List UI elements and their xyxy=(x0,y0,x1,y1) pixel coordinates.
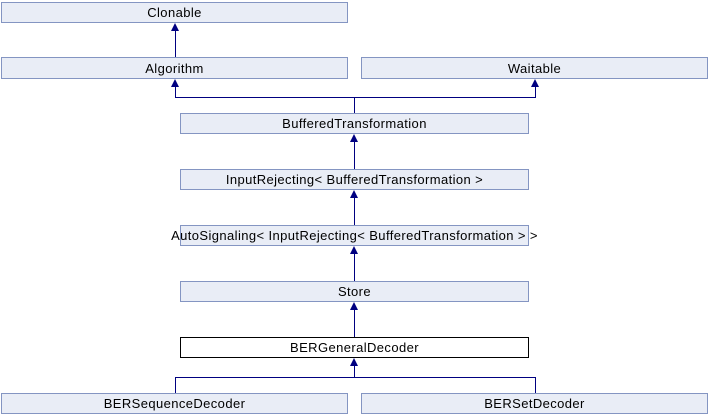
inheritance-arrowhead-icon xyxy=(350,134,358,142)
inheritance-arrowhead-icon xyxy=(350,190,358,198)
inheritance-edge-line xyxy=(354,141,355,169)
inheritance-edge-line xyxy=(535,86,536,97)
inheritance-edge-line xyxy=(354,365,355,377)
inheritance-edge-line xyxy=(175,377,536,378)
class-node-ber-set-decoder[interactable]: BERSetDecoder xyxy=(361,393,708,414)
inheritance-edge-line xyxy=(175,86,176,97)
class-node-label: InputRejecting< BufferedTransformation > xyxy=(225,172,484,187)
inheritance-arrowhead-icon xyxy=(350,358,358,366)
class-node-ber-sequence-decoder[interactable]: BERSequenceDecoder xyxy=(1,393,348,414)
class-node-ber-general-decoder[interactable]: BERGeneralDecoder xyxy=(180,337,529,358)
inheritance-edge-line xyxy=(354,197,355,225)
class-node-label: BERGeneralDecoder xyxy=(290,340,419,355)
class-node-store[interactable]: Store xyxy=(180,281,529,302)
class-node-label: Store xyxy=(337,284,372,299)
class-node-auto-signaling[interactable]: AutoSignaling< InputRejecting< BufferedT… xyxy=(171,225,538,246)
inheritance-edge-line xyxy=(535,377,536,393)
inheritance-edge-line xyxy=(175,377,176,393)
class-node-buffered-transformation[interactable]: BufferedTransformation xyxy=(180,113,529,134)
inheritance-arrowhead-icon xyxy=(171,79,179,87)
inheritance-edge-line xyxy=(354,97,355,113)
class-node-waitable[interactable]: Waitable xyxy=(361,57,708,79)
class-node-label: Algorithm xyxy=(145,60,204,76)
class-node-clonable[interactable]: Clonable xyxy=(1,2,348,23)
class-node-label: AutoSignaling< InputRejecting< BufferedT… xyxy=(171,228,538,243)
inheritance-arrowhead-icon xyxy=(171,23,179,31)
class-node-input-rejecting[interactable]: InputRejecting< BufferedTransformation > xyxy=(180,169,529,190)
inheritance-edge-line xyxy=(175,97,536,98)
inheritance-arrowhead-icon xyxy=(531,79,539,87)
class-node-label: BufferedTransformation xyxy=(282,116,427,131)
class-node-label: Waitable xyxy=(507,60,562,76)
inheritance-edge-line xyxy=(354,253,355,281)
class-node-label: BERSetDecoder xyxy=(484,396,585,411)
inheritance-arrowhead-icon xyxy=(350,302,358,310)
class-node-label: BERSequenceDecoder xyxy=(103,396,246,411)
inheritance-edge-line xyxy=(354,309,355,337)
inheritance-edge-line xyxy=(175,30,176,57)
class-node-label: Clonable xyxy=(147,5,202,20)
inheritance-arrowhead-icon xyxy=(350,246,358,254)
class-node-algorithm[interactable]: Algorithm xyxy=(1,57,348,79)
